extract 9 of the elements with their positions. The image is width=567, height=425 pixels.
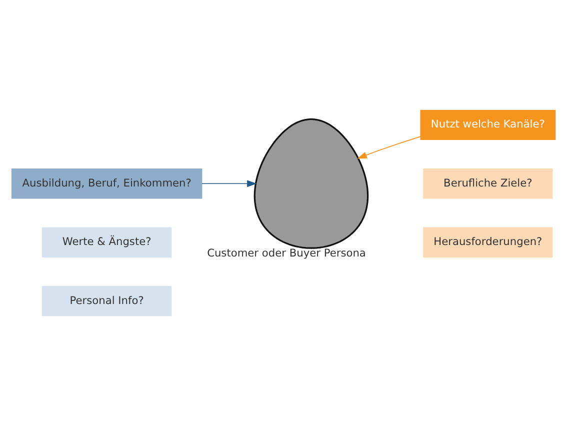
node-box: Nutzt welche Kanäle? [420, 109, 556, 140]
node-box: Berufliche Ziele? [423, 168, 553, 198]
node-box: Personal Info? [42, 285, 172, 316]
node-box: Ausbildung, Beruf, Einkommen? [11, 168, 202, 198]
arrow [201, 180, 257, 187]
arrow [357, 136, 421, 158]
node-box: Herausforderungen? [423, 226, 553, 257]
node-box: Werte & Ängste? [42, 226, 172, 257]
node-label: Customer oder Buyer Persona [207, 247, 366, 260]
